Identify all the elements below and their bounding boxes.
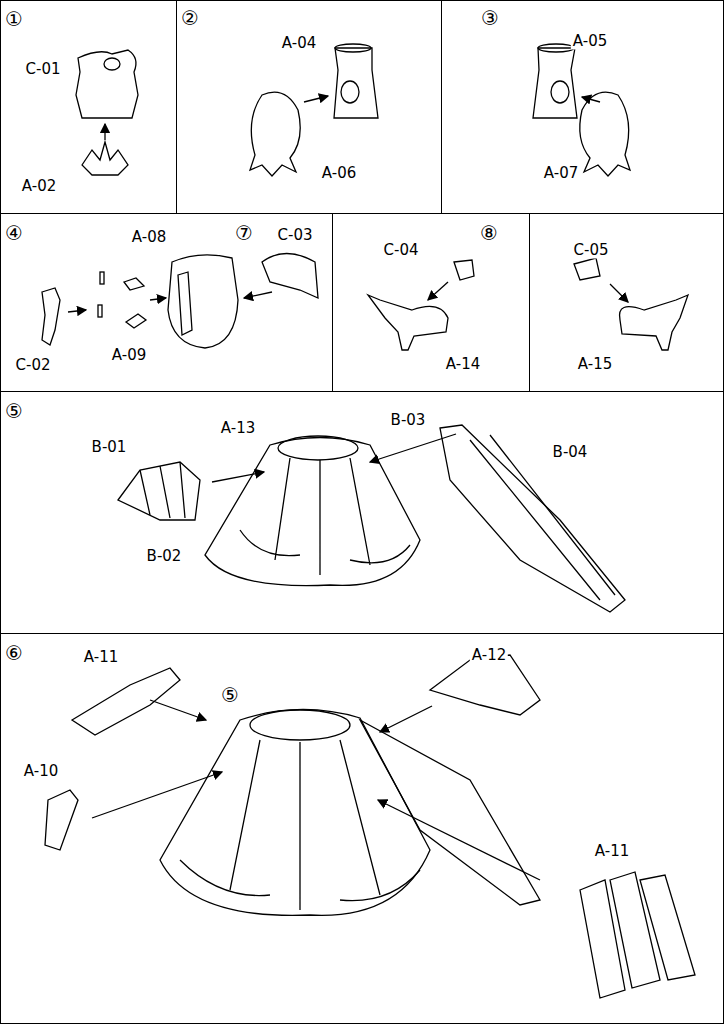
part-label: A-14 <box>444 356 482 373</box>
step-number: ⑤ <box>219 684 241 706</box>
step-panel: ④ A-08 ⑦ C-03C-02 A-09 <box>0 213 333 392</box>
part-label: A-15 <box>576 356 614 373</box>
part-label: A-06 <box>320 165 358 182</box>
part-label: A-07 <box>542 165 580 182</box>
part-label: C-02 <box>14 357 53 374</box>
part-label: B-03 <box>389 412 428 429</box>
step-panel: ① C-01A-02 <box>0 0 177 214</box>
step-number: ⑤ <box>3 400 25 422</box>
part-label: A-13 <box>219 420 257 437</box>
part-label: C-03 <box>276 227 315 244</box>
part-label: B-01 <box>90 439 129 456</box>
part-label: B-04 <box>551 444 590 461</box>
part-label: C-01 <box>24 61 63 78</box>
step-panel: ⑥A-11A-12⑤A-10A-11 <box>0 633 724 1024</box>
part-label: C-05 <box>572 242 611 259</box>
step-number: ⑧ <box>478 222 500 244</box>
part-label: A-11 <box>593 843 631 860</box>
part-label: A-10 <box>22 763 60 780</box>
step-panel: ⑧ C-04A-14 <box>332 213 530 392</box>
step-panel: ⑤ A-13 B-03B-01 B-04B-02 <box>0 391 724 634</box>
part-label: A-09 <box>110 347 148 364</box>
part-label: A-05 <box>571 33 609 50</box>
part-label: A-02 <box>20 178 58 195</box>
part-label: C-04 <box>382 242 421 259</box>
step-panel: ② A-04A-06 <box>176 0 442 214</box>
part-label: A-12 <box>470 647 508 664</box>
part-label: A-11 <box>82 649 120 666</box>
step-panel: C-05A-15 <box>529 213 724 392</box>
step-number: ① <box>3 8 25 30</box>
step-number: ② <box>179 7 201 29</box>
part-label: B-02 <box>145 548 184 565</box>
step-number: ⑥ <box>3 642 25 664</box>
step-panel: ③ A-05A-07 <box>441 0 724 214</box>
part-label: A-04 <box>280 35 318 52</box>
step-number: ④ <box>3 222 25 244</box>
step-number: ③ <box>479 7 501 29</box>
part-label: A-08 <box>130 229 168 246</box>
step-number: ⑦ <box>233 222 255 244</box>
